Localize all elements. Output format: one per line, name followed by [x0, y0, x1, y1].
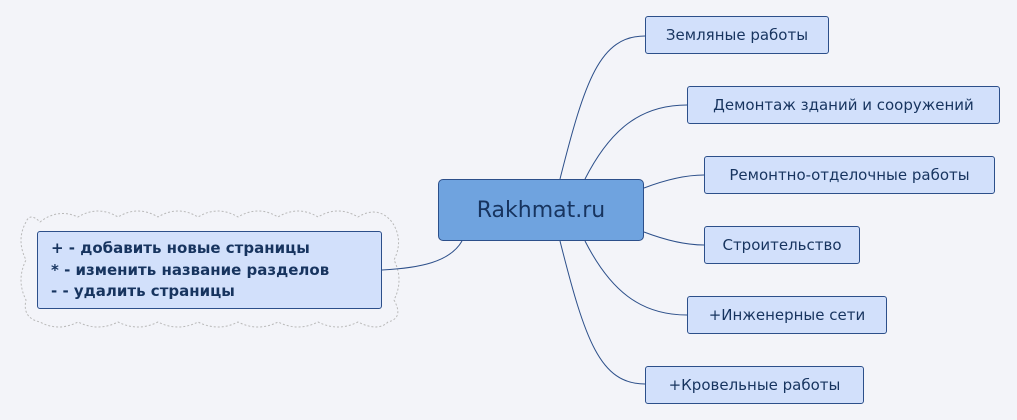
note-cloud-boundary: [20, 210, 400, 328]
legend-add-line: + - добавить новые страницы: [51, 239, 310, 257]
legend-delete-line: - - удалить страницы: [51, 282, 235, 300]
branch-krovelnye-raboty[interactable]: +Кровельные работы: [645, 366, 864, 404]
branch-zemlyanye-raboty[interactable]: Земляные работы: [645, 16, 829, 54]
connector-note: [381, 240, 463, 271]
connector-inzhenernye: [584, 240, 688, 316]
branch-stroitelstvo[interactable]: Строительство: [704, 226, 860, 264]
connector-stroitelstvo: [643, 231, 705, 246]
connector-demontazh: [584, 104, 688, 180]
branch-remontno-otdelochnye[interactable]: Ремонтно-отделочные работы: [704, 156, 995, 194]
legend-note[interactable]: + - добавить новые страницы * - изменить…: [37, 231, 382, 309]
connector-remontno: [643, 174, 705, 189]
connector-krovelnye: [559, 240, 646, 385]
connector-zemlyanye: [559, 35, 646, 180]
branch-inzhenernye-seti[interactable]: +Инженерные сети: [687, 296, 887, 334]
legend-rename-line: * - изменить название разделов: [51, 260, 330, 279]
central-topic[interactable]: Rakhmat.ru: [438, 179, 644, 241]
branch-demontazh[interactable]: Демонтаж зданий и сооружений: [687, 86, 1000, 124]
